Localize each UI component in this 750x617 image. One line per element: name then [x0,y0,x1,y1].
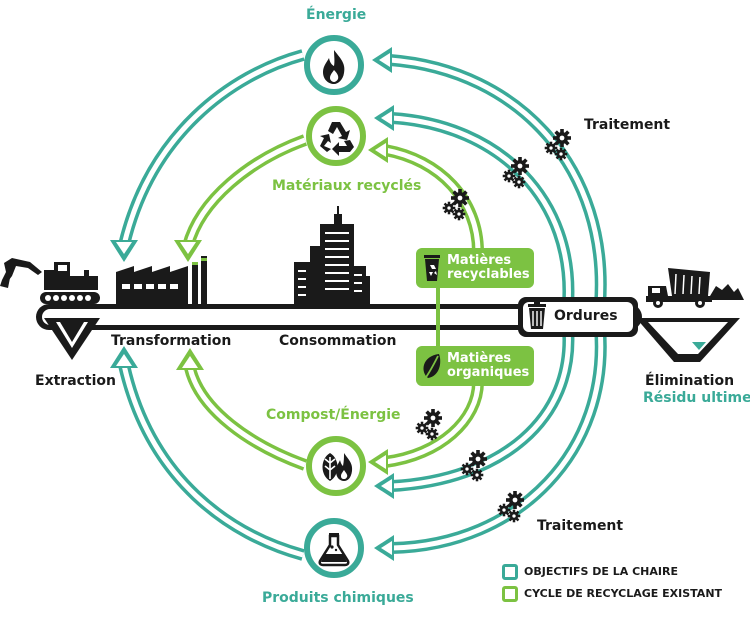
circle-energie [304,35,364,95]
label-transformation: Transformation [111,333,232,349]
teal-arrows [110,47,607,561]
label-materiaux-recycles: Matériaux recyclés [272,178,422,194]
label-extraction: Extraction [35,373,117,389]
dump-truck-icon [646,268,744,308]
excavator-icon [0,258,100,304]
recycle-icon [320,122,354,156]
circle-recycle [306,106,366,166]
legend-item-objectifs: OBJECTIFS DE LA CHAIRE [502,564,678,580]
label-matieres-organiques-2: organiques [447,365,530,380]
flame-icon [323,50,345,84]
trash-can-icon [528,302,546,329]
label-residu-ultime: Résidu ultime [643,390,750,406]
legend-item-cycle: CYCLE DE RECYCLAGE EXISTANT [502,586,722,602]
legend-label-cycle: CYCLE DE RECYCLAGE EXISTANT [524,587,723,600]
label-matieres-recyclables-1: Matières [447,253,512,268]
legend-label-objectifs: OBJECTIFS DE LA CHAIRE [524,565,678,578]
label-matieres-organiques-1: Matières [447,351,512,366]
legend-swatch-teal [502,564,518,580]
label-compost-energie: Compost/Énergie [266,407,401,423]
label-consommation: Consommation [279,333,397,349]
leaf-icon [423,354,441,381]
main-line [36,297,740,362]
leaf-flame-icon [322,453,353,481]
flask-icon [318,533,350,567]
green-boxes [416,248,534,386]
label-energie: Énergie [306,7,367,23]
legend-swatch-green [502,586,518,602]
label-matieres-recyclables-2: recyclables [447,267,530,282]
label-traitement-top: Traitement [584,117,671,133]
label-elimination: Élimination [645,373,735,389]
green-arrows [174,134,484,475]
label-produits-chimiques: Produits chimiques [262,590,414,606]
label-traitement-bottom: Traitement [537,518,624,534]
buildings-icon [294,206,370,304]
factory-icon [116,256,207,305]
circle-chimique [304,518,364,578]
label-ordures: Ordures [554,308,618,324]
recycle-bin-icon [424,255,440,281]
